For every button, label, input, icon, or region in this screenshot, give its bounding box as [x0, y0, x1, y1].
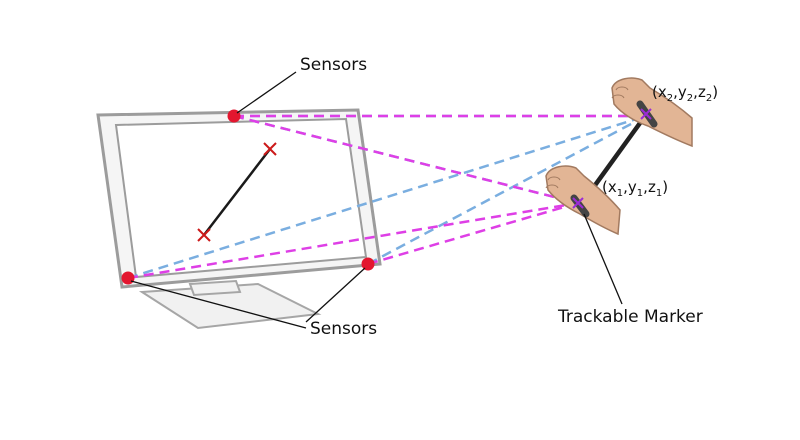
magenta-dashed-lines	[127, 114, 646, 280]
sensor-dot-bottom-left	[121, 271, 135, 285]
monitor	[96, 108, 382, 289]
lower-hand	[545, 165, 621, 236]
trackable-marker-label: Trackable Marker	[557, 307, 703, 327]
screen-cross-marker-bottom	[197, 228, 211, 242]
coordinate-label-upper: (x2,y2,z2)	[652, 83, 718, 104]
leader-lines	[130, 71, 623, 329]
screen-cross-marker-top	[263, 142, 277, 156]
sensors-label-top: Sensors	[300, 55, 367, 75]
monitor-stand	[138, 279, 322, 330]
marker-cross-lower	[572, 197, 584, 209]
sensors-label-bottom: Sensors	[310, 319, 377, 339]
screen-line	[197, 142, 277, 242]
sensor-dot-bottom-right	[361, 257, 375, 271]
coordinate-label-lower: (x1,y1,z1)	[602, 178, 668, 199]
marker-cross-upper	[640, 108, 652, 120]
